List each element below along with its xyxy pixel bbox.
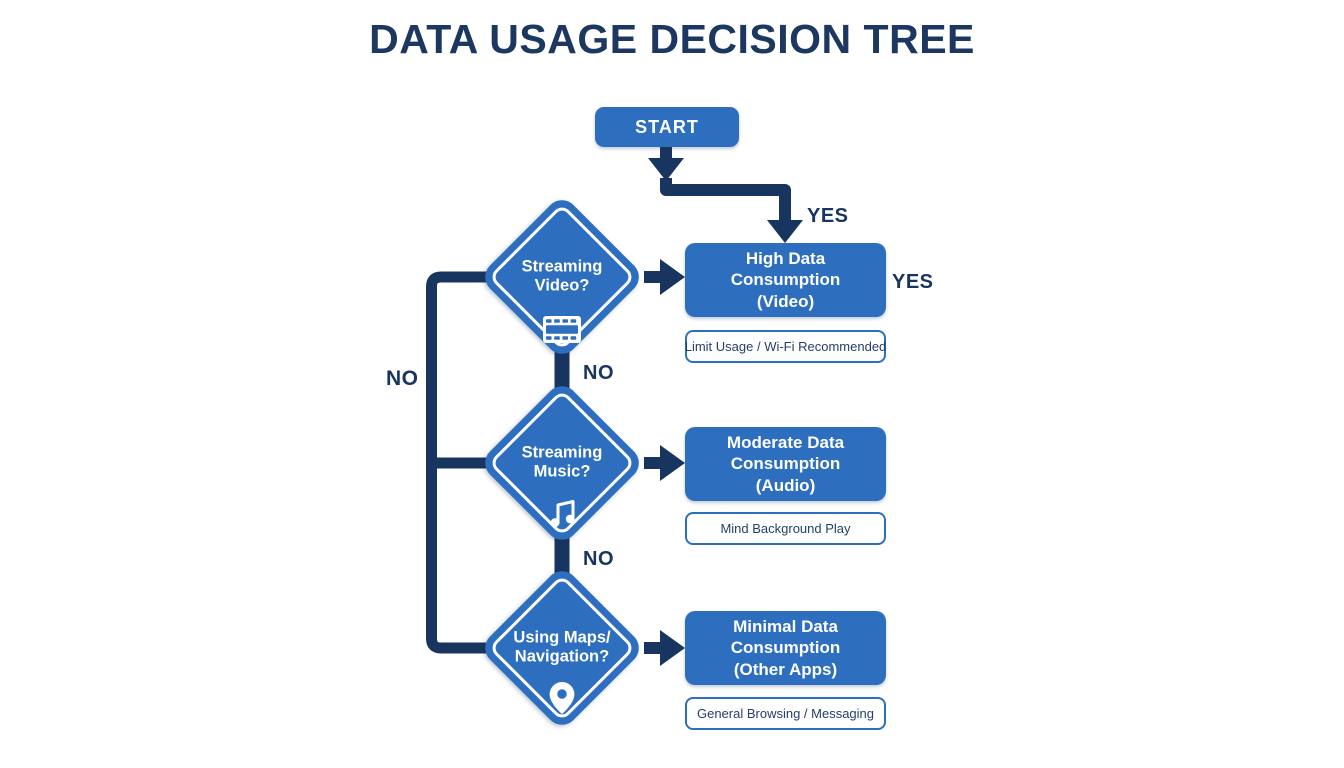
decision-using-maps: Using Maps/ Navigation?: [478, 564, 646, 732]
outcome-moderate-data: Moderate Data Consumption (Audio): [685, 427, 886, 501]
decision-question: Streaming Music?: [521, 443, 603, 481]
music-note-icon: [547, 497, 577, 529]
arrowhead-into-high: [767, 220, 803, 243]
outcome-minimal-data: Minimal Data Consumption (Other Apps): [685, 611, 886, 685]
start-node: START: [595, 107, 739, 147]
arrowhead-into-high-left: [660, 259, 685, 295]
decision-question: Streaming Video?: [521, 257, 603, 295]
film-strip-icon: [543, 316, 581, 343]
note-minimal-data: General Browsing / Messaging: [685, 697, 886, 730]
outcome-high-data: High Data Consumption (Video): [685, 243, 886, 317]
location-pin-icon: [549, 682, 575, 714]
decision-streaming-music: Streaming Music?: [478, 379, 646, 547]
arrowhead-start-down: [648, 158, 684, 181]
decision-question: Using Maps/ Navigation?: [513, 628, 611, 666]
start-label: START: [635, 116, 699, 137]
connector-elbow-yes: [660, 178, 791, 222]
decision-streaming-video: Streaming Video?: [478, 193, 646, 361]
arrowhead-into-minimal: [660, 630, 685, 666]
page-title: DATA USAGE DECISION TREE: [369, 16, 975, 62]
label-no-video: NO: [583, 362, 614, 384]
arrowhead-into-moderate: [660, 445, 685, 481]
note-moderate-data: Mind Background Play: [685, 512, 886, 545]
label-no-left-rail: NO: [386, 367, 419, 390]
label-no-music: NO: [583, 548, 614, 570]
label-yes-top: YES: [807, 205, 849, 227]
note-high-data: Limit Usage / Wi-Fi Recommended: [685, 330, 886, 363]
label-yes-right: YES: [892, 271, 934, 293]
